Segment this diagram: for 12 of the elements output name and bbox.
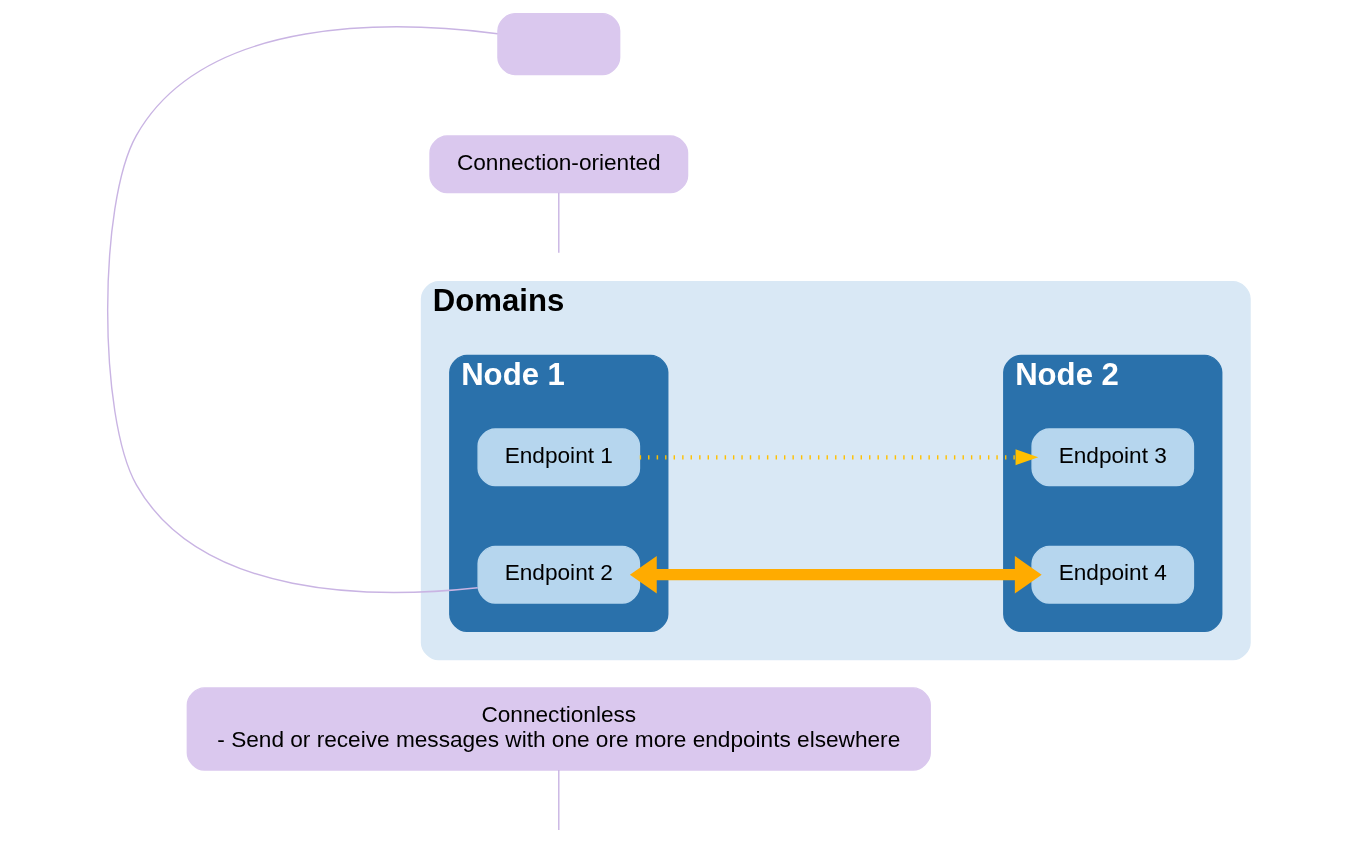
node-box: Endpoint 2 <box>476 545 640 604</box>
node-box: Endpoint 4 <box>1030 545 1194 604</box>
node-box: Endpoint 3 <box>1030 428 1194 487</box>
connector <box>106 26 498 594</box>
node-box <box>496 12 620 76</box>
arrow <box>639 449 1038 466</box>
node-box: Connection-oriented <box>428 135 688 194</box>
node-box: Endpoint 1 <box>476 428 640 487</box>
arrow <box>629 555 1042 594</box>
node-box: Connectionless - Send or receive messages with one ore more endpoints elsewhere <box>186 687 931 771</box>
connector <box>557 769 559 831</box>
connector <box>557 192 559 254</box>
